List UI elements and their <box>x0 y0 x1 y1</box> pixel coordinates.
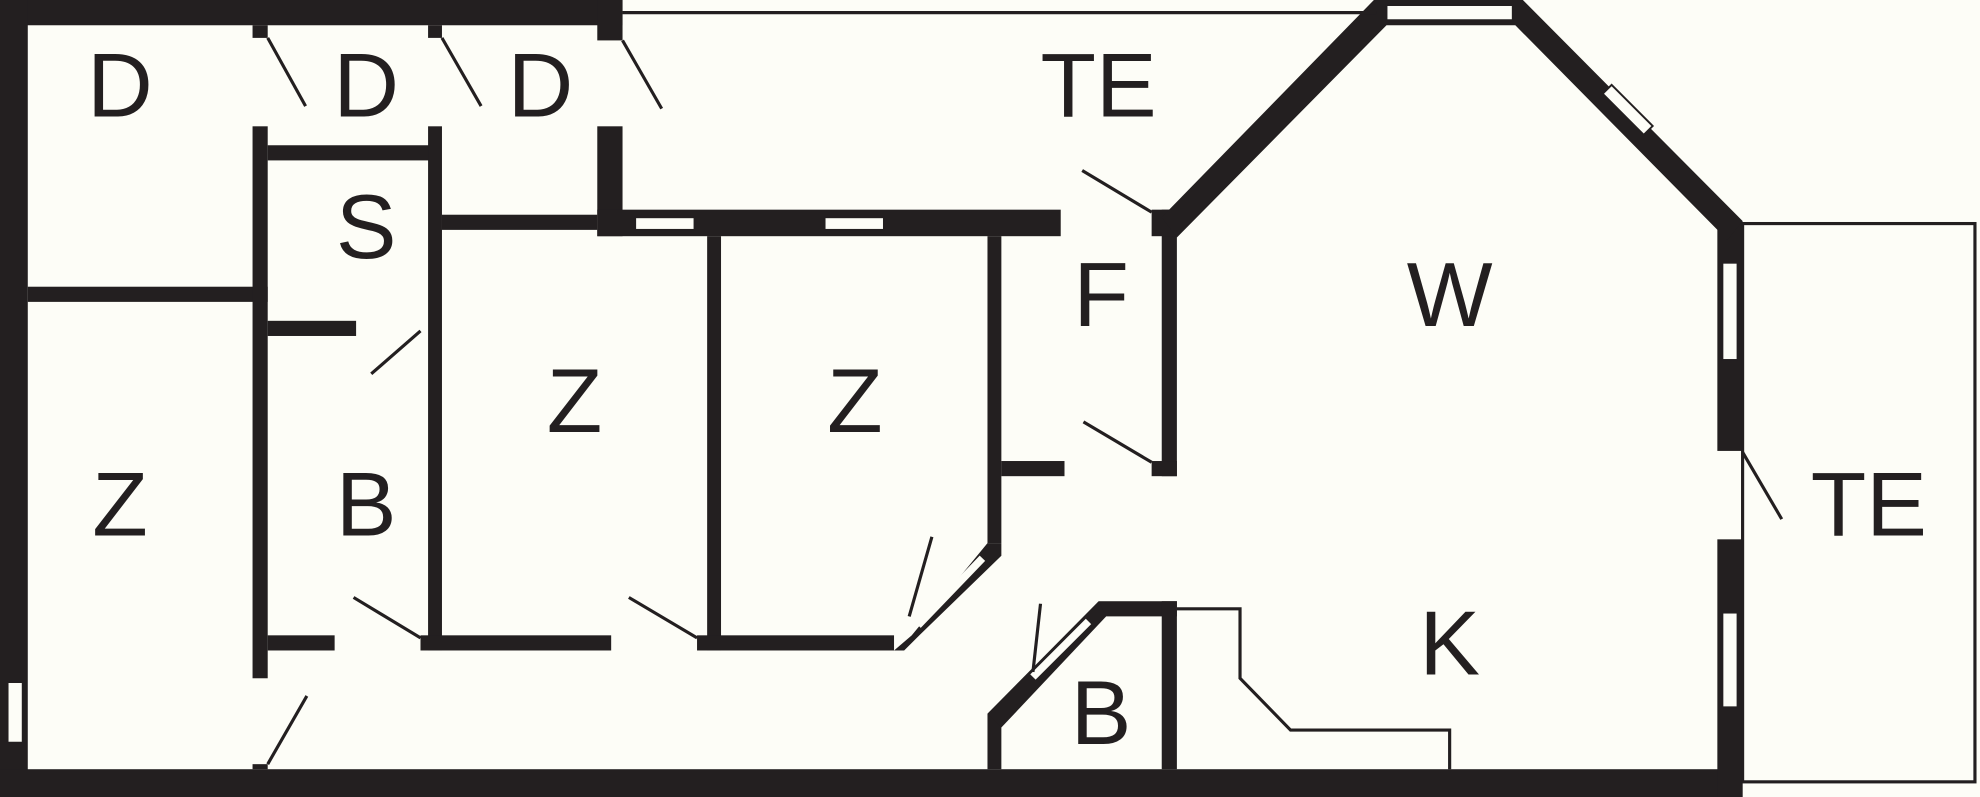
room-labels: D D D TE S Z B Z Z F W TE K B <box>87 35 1927 764</box>
room-label-s: S <box>336 177 397 278</box>
windows <box>6 4 1739 744</box>
room-label-w: W <box>1407 245 1493 346</box>
room-label-f: F <box>1073 245 1129 346</box>
room-label-b2: B <box>1071 663 1132 764</box>
room-label-d3: D <box>508 35 574 136</box>
room-label-b1: B <box>336 455 397 556</box>
room-label-d1: D <box>87 35 153 136</box>
room-label-te-right: TE <box>1811 455 1927 556</box>
room-label-z3: Z <box>827 351 883 452</box>
room-label-z2: Z <box>547 351 603 452</box>
door-swings <box>266 37 1784 765</box>
walls <box>0 0 1743 797</box>
terrace-outlines <box>622 11 1977 784</box>
room-label-te-top: TE <box>1041 35 1157 136</box>
room-label-d2: D <box>333 35 399 136</box>
room-label-k: K <box>1419 594 1480 695</box>
room-label-z1: Z <box>92 455 148 556</box>
